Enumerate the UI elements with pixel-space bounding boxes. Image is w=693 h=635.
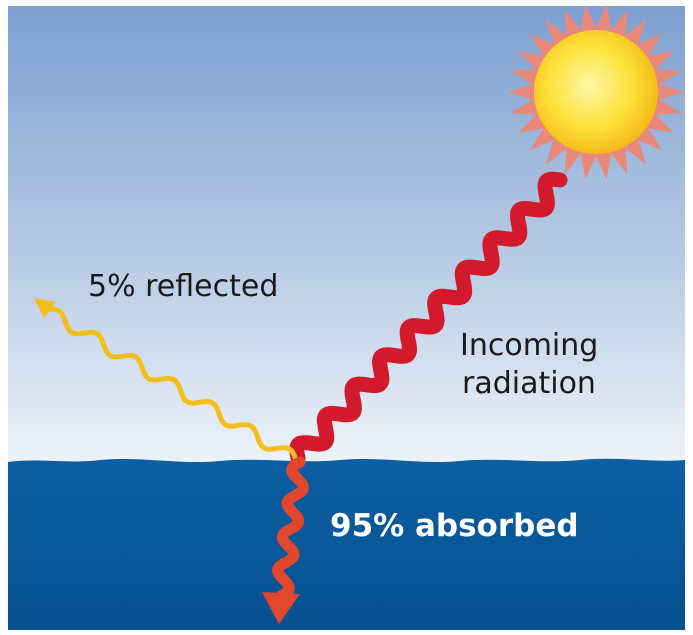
incoming-label-line2: radiation	[462, 366, 596, 401]
incoming-label-line1: Incoming	[460, 328, 598, 363]
reflected-ray	[43, 306, 299, 463]
sun-icon	[508, 4, 684, 180]
incoming-radiation-ray	[289, 171, 568, 466]
ocean	[8, 458, 685, 630]
absorbed-arrowhead	[262, 592, 300, 624]
absorbed-ray	[272, 456, 309, 602]
reflected-arrowhead	[34, 298, 56, 318]
reflected-label: 5% reflected	[88, 269, 278, 304]
absorbed-label: 95% absorbed	[330, 508, 579, 544]
